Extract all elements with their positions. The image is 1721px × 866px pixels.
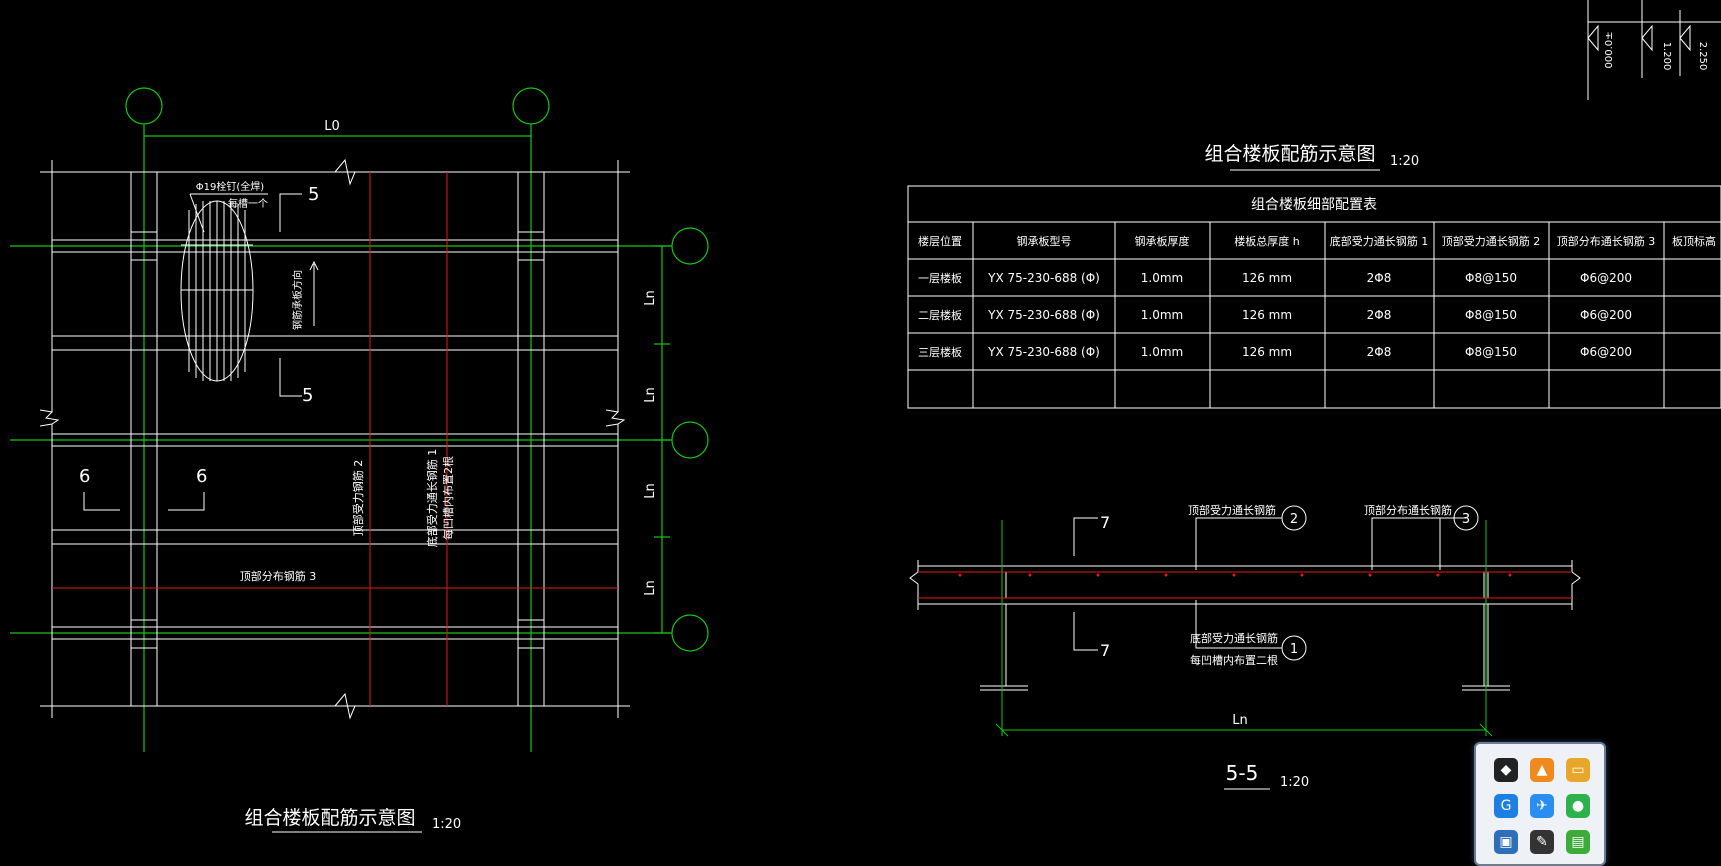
- table-cell: 2Φ8: [1367, 345, 1392, 359]
- table-row: 三层楼板 YX 75-230-688 (Φ) 1.0mm 126 mm 2Φ8 …: [918, 345, 1632, 359]
- bottom-rebar-note: 每凹槽内布置二根: [1190, 653, 1278, 667]
- table-header-cell: 底部受力通长钢筋 1: [1330, 234, 1429, 248]
- section-cut-7-bottom: 7: [1100, 641, 1110, 660]
- table-header-cell: 钢承板厚度: [1135, 234, 1190, 248]
- table-cell: Φ6@200: [1580, 345, 1632, 359]
- table-cell: 一层楼板: [918, 271, 962, 285]
- table-cell: 126 mm: [1242, 345, 1292, 359]
- elevation-marks: [1587, 0, 1721, 100]
- table-header-cell: 楼层位置: [918, 234, 962, 248]
- plan-title: 组合楼板配筋示意图: [244, 807, 415, 829]
- table-cell: YX 75-230-688 (Φ): [987, 271, 1100, 285]
- section-mark-5-top: 5: [308, 184, 319, 205]
- table-header-cell: 楼板总厚度 h: [1234, 234, 1299, 248]
- rebar1-label: 底部受力通长钢筋 1: [425, 449, 439, 548]
- app-icon-9[interactable]: ▤: [1566, 830, 1590, 854]
- table-drawing-title: 组合楼板配筋示意图: [1204, 143, 1375, 165]
- elevation-mark-3: 2.250: [1697, 42, 1708, 71]
- table-cell: YX 75-230-688 (Φ): [987, 308, 1100, 322]
- top-rebar-num: 2: [1290, 512, 1298, 527]
- table-cell: 1.0mm: [1141, 271, 1183, 285]
- table-header-cell: 板顶标高: [1672, 234, 1716, 248]
- table-cell: Φ8@150: [1465, 308, 1517, 322]
- top-rebar-label: 顶部受力通长钢筋: [1188, 503, 1276, 517]
- rebar1-note: 每凹槽内布置2根: [441, 456, 455, 540]
- dist-rebar-label: 顶部分布通长钢筋: [1364, 503, 1452, 517]
- rebar2-label: 顶部受力钢筋 2: [351, 460, 365, 537]
- table-cell: 126 mm: [1242, 308, 1292, 322]
- section-mark-5-bottom: 5: [302, 385, 313, 406]
- table-cell: 2Φ8: [1367, 308, 1392, 322]
- section-span-label: Ln: [1232, 713, 1247, 728]
- table-row: 二层楼板 YX 75-230-688 (Φ) 1.0mm 126 mm 2Φ8 …: [918, 308, 1632, 322]
- bay-label-4: Ln: [643, 580, 658, 595]
- bottom-rebar-label: 底部受力通长钢筋: [1190, 631, 1278, 645]
- rib-direction-label: 钢筋承板方向: [291, 270, 304, 330]
- app-icon-1[interactable]: ◆: [1494, 758, 1518, 782]
- table-cell: Φ6@200: [1580, 308, 1632, 322]
- stud-note: Φ19栓钉(全焊): [196, 180, 264, 193]
- app-icon-4[interactable]: G: [1494, 794, 1518, 818]
- rebar-lines: [52, 172, 618, 706]
- table-cell: Φ6@200: [1580, 271, 1632, 285]
- config-table: [907, 185, 1721, 409]
- bay-label-2: Ln: [643, 387, 658, 402]
- table-cell: YX 75-230-688 (Φ): [987, 345, 1100, 359]
- app-icon-5[interactable]: ✈: [1530, 794, 1554, 818]
- grid-axes: [10, 87, 709, 752]
- table-cell: 2Φ8: [1367, 271, 1392, 285]
- system-tray-overflow: ◆ ▲ ▭ G ✈ ● ▣ ✎ ▤: [1474, 742, 1606, 866]
- bay-label-3: Ln: [643, 483, 658, 498]
- bay-label-1: Ln: [643, 290, 658, 305]
- section-mark-6-right: 6: [196, 466, 207, 487]
- table-header-row: 楼层位置 钢承板型号 钢承板厚度 楼板总厚度 h 底部受力通长钢筋 1 顶部受力…: [918, 234, 1716, 248]
- app-icon-8[interactable]: ✎: [1530, 830, 1554, 854]
- dist-rebar-num: 3: [1462, 512, 1470, 527]
- table-cell: Φ8@150: [1465, 345, 1517, 359]
- table-row: 一层楼板 YX 75-230-688 (Φ) 1.0mm 126 mm 2Φ8 …: [918, 271, 1632, 285]
- section-cut-7-top: 7: [1100, 513, 1110, 532]
- table-cell: Φ8@150: [1465, 271, 1517, 285]
- elevation-mark-1: 000.0±: [1604, 31, 1615, 68]
- elevation-mark-2: 1.200: [1661, 42, 1672, 71]
- rebar3-label: 顶部分布钢筋 3: [240, 569, 317, 583]
- table-header-cell: 钢承板型号: [1017, 234, 1072, 248]
- section-scale: 1:20: [1280, 775, 1309, 790]
- table-cell: 126 mm: [1242, 271, 1292, 285]
- app-icon-2[interactable]: ▲: [1530, 758, 1554, 782]
- table-cell: 二层楼板: [918, 308, 962, 322]
- bottom-rebar-num: 1: [1290, 642, 1298, 657]
- table-cell: 三层楼板: [918, 345, 962, 359]
- section-mark-6-left: 6: [79, 466, 90, 487]
- table-header-cell: 顶部受力通长钢筋 2: [1442, 234, 1541, 248]
- slab-plan-view: L0 Φ19栓钉(全焊) 每槽一个 5 5 钢筋承板方向 6 6 顶部受力钢筋 …: [10, 87, 709, 833]
- app-icon-3[interactable]: ▭: [1566, 758, 1590, 782]
- table-caption: 组合楼板细部配置表: [1251, 197, 1377, 213]
- wechat-icon[interactable]: ●: [1566, 794, 1590, 818]
- app-icon-7[interactable]: ▣: [1494, 830, 1518, 854]
- table-drawing-scale: 1:20: [1390, 154, 1419, 169]
- stud-note-2: 每槽一个: [228, 197, 268, 210]
- table-header-cell: 顶部分布通长钢筋 3: [1557, 234, 1656, 248]
- section-title: 5-5: [1226, 761, 1259, 785]
- section-view: 7 7 顶部受力通长钢筋 2 顶部分布通长钢筋 3 底部受力通长钢筋 每凹槽内布…: [909, 503, 1581, 790]
- table-cell: 1.0mm: [1141, 308, 1183, 322]
- beam-outlines: [39, 158, 630, 720]
- table-cell: 1.0mm: [1141, 345, 1183, 359]
- span-label-l0: L0: [324, 119, 340, 134]
- plan-scale: 1:20: [432, 817, 461, 832]
